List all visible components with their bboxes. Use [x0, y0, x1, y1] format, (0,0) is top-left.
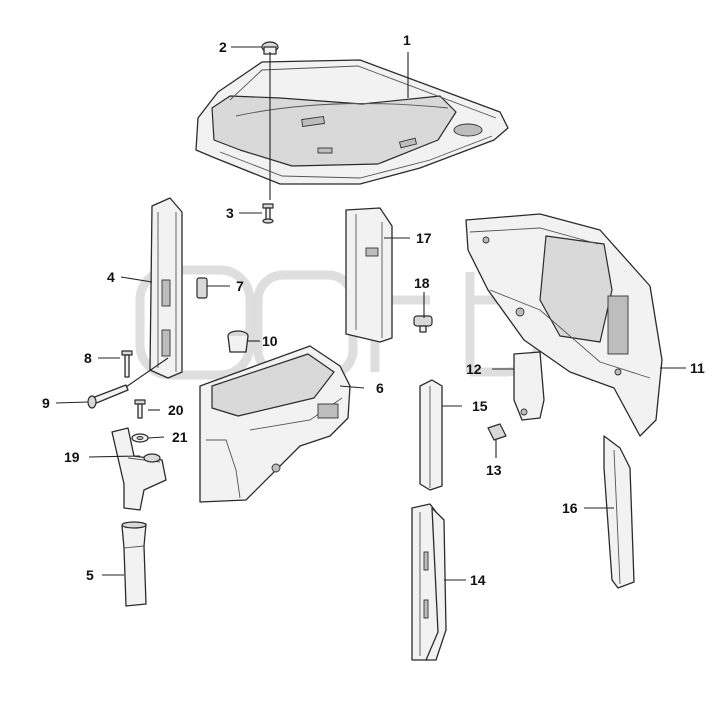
callout-7: 7	[236, 278, 244, 294]
part-7-clip	[196, 277, 208, 299]
leader-lines	[55, 46, 686, 581]
callout-12: 12	[466, 361, 482, 377]
callouts: 1 2 3 4 5 6 7 8 9 10 11 12 13 14 15 16 1…	[42, 32, 705, 588]
callout-3: 3	[226, 205, 234, 221]
part-19-duct-elbow	[111, 427, 167, 511]
part-21-washer	[131, 433, 149, 443]
callout-6: 6	[376, 380, 384, 396]
callout-9: 9	[42, 395, 50, 411]
callout-20: 20	[168, 402, 184, 418]
part-4-pillar-trim	[149, 197, 183, 379]
callout-4: 4	[107, 269, 115, 285]
callout-1: 1	[403, 32, 411, 48]
callout-21: 21	[172, 429, 188, 445]
part-6-side-trim	[199, 345, 351, 503]
callout-10: 10	[262, 333, 278, 349]
part-5-duct-tube	[121, 521, 147, 607]
callout-8: 8	[84, 350, 92, 366]
part-3-bolt	[262, 203, 274, 224]
part-18-clip	[413, 315, 433, 333]
part-1-floor-panel	[195, 59, 509, 185]
part-16-trim-piece	[603, 435, 635, 589]
part-9-screw	[87, 384, 129, 409]
callout-15: 15	[472, 398, 488, 414]
callout-5: 5	[86, 567, 94, 583]
callout-16: 16	[562, 500, 578, 516]
part-10-plug	[227, 330, 249, 353]
part-13-clip	[487, 423, 507, 441]
part-12-bracket	[513, 351, 545, 421]
callout-19: 19	[64, 449, 80, 465]
part-17-pillar-trim	[345, 207, 393, 343]
part-11-side-panel	[465, 213, 663, 437]
callout-13: 13	[486, 462, 502, 478]
callout-2: 2	[219, 39, 227, 55]
part-14-pillar-trim	[411, 503, 447, 661]
callout-14: 14	[470, 572, 486, 588]
part-8-screw	[121, 350, 133, 378]
callout-11: 11	[690, 360, 705, 376]
part-15-trim-strip	[419, 379, 443, 491]
part-20-bolt	[134, 399, 146, 419]
callout-17: 17	[416, 230, 432, 246]
callout-18: 18	[414, 275, 430, 291]
